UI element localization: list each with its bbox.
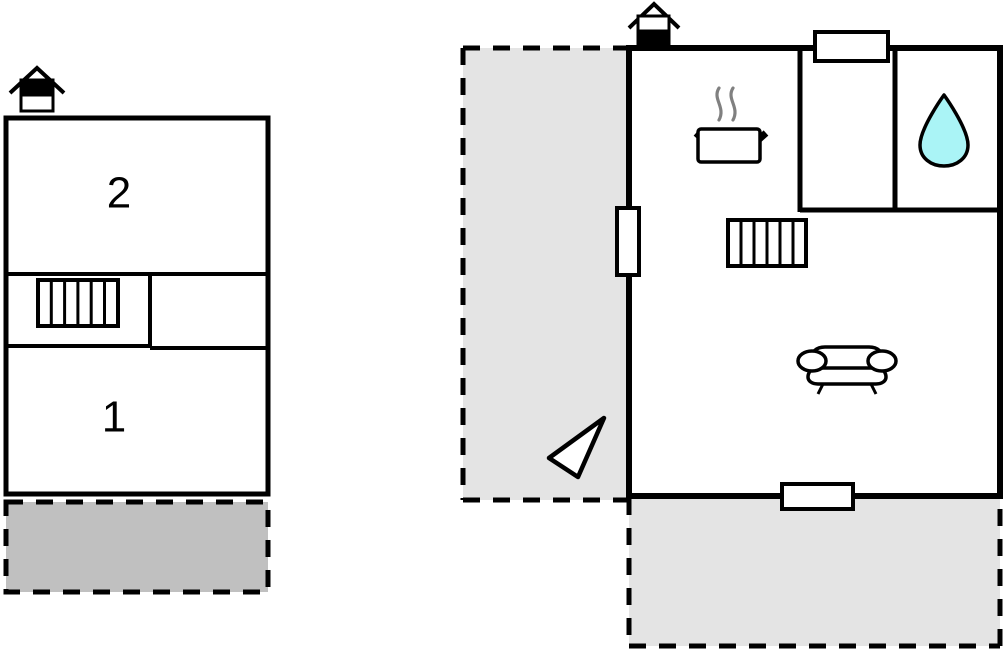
terrace-west xyxy=(460,45,628,503)
sofa-icon xyxy=(796,345,898,395)
cooking-pot-icon xyxy=(693,86,769,164)
chimney-icon xyxy=(8,65,66,113)
staircase-icon xyxy=(726,218,808,268)
level-label-2: 2 xyxy=(107,169,131,218)
level-label-1: 1 xyxy=(102,393,126,442)
terrace-area xyxy=(3,499,271,595)
window-bottom-wall xyxy=(780,482,855,511)
left-plan: 2 1 xyxy=(3,65,271,595)
water-drop-icon xyxy=(918,93,970,168)
window-top-wall xyxy=(813,30,890,63)
direction-triangle-icon xyxy=(546,415,607,480)
staircase-icon xyxy=(36,278,120,328)
window-left-wall xyxy=(615,206,641,277)
chimney-icon xyxy=(627,1,681,47)
right-plan xyxy=(460,1,1003,649)
terrace-south xyxy=(626,498,1003,649)
